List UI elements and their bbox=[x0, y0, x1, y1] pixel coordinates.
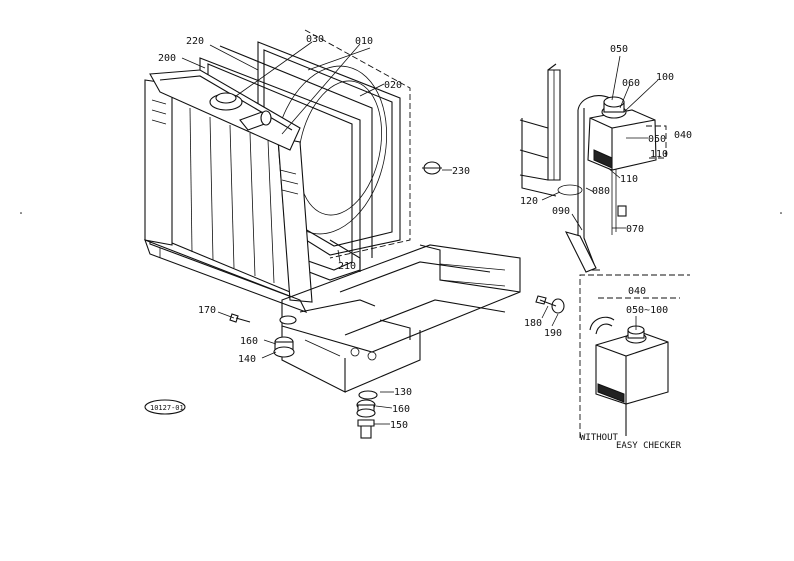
callout-200: 200 bbox=[158, 53, 176, 64]
callout-070: 070 bbox=[626, 224, 644, 235]
callout-160-upper: 160 bbox=[240, 336, 258, 347]
callout-020: 020 bbox=[384, 80, 402, 91]
mounting-hardware bbox=[229, 161, 565, 439]
stray-dot bbox=[780, 212, 782, 214]
callout-230: 230 bbox=[452, 166, 470, 177]
callout-060: 060 bbox=[622, 78, 640, 89]
callout-010: 010 bbox=[355, 36, 373, 47]
callout-220: 220 bbox=[186, 36, 204, 47]
callout-210: 210 bbox=[338, 261, 356, 272]
inset-without-easy-checker bbox=[579, 274, 690, 438]
callout-050-top: 050 bbox=[610, 44, 628, 55]
radiator-assembly bbox=[144, 29, 411, 314]
callout-180: 180 bbox=[524, 318, 542, 329]
stray-dot bbox=[20, 212, 22, 214]
callout-040: 040 bbox=[674, 130, 692, 141]
callout-050-side: 050 bbox=[648, 134, 666, 145]
reserve-tank-assembly bbox=[519, 63, 667, 273]
callout-140: 140 bbox=[238, 354, 256, 365]
frame-bracket bbox=[281, 244, 521, 393]
callout-inset-040: 040 bbox=[628, 286, 646, 297]
caption-without: WITHOUT bbox=[580, 433, 619, 443]
callout-130: 130 bbox=[394, 387, 412, 398]
reference-code: 10127-01 bbox=[150, 404, 184, 412]
callout-190: 190 bbox=[544, 328, 562, 339]
caption-easy-checker: EASY CHECKER bbox=[616, 441, 682, 451]
callout-090: 090 bbox=[552, 206, 570, 217]
callout-110: 110 bbox=[620, 174, 638, 185]
callout-160-lower: 160 bbox=[392, 404, 410, 415]
callout-120: 120 bbox=[520, 196, 538, 207]
callout-150: 150 bbox=[390, 420, 408, 431]
callout-labels: 220 030 010 200 020 230 210 170 160 140 … bbox=[158, 34, 692, 431]
leader-lines bbox=[181, 41, 659, 425]
reference-code-stamp: 10127-01 bbox=[144, 399, 186, 415]
callout-110-bracket: 110 bbox=[650, 149, 668, 160]
callout-080: 080 bbox=[592, 186, 610, 197]
callout-030: 030 bbox=[306, 34, 324, 45]
callout-100: 100 bbox=[656, 72, 674, 83]
inset-caption: WITHOUT EASY CHECKER bbox=[580, 433, 682, 451]
callout-170: 170 bbox=[198, 305, 216, 316]
callout-inset-range: 050~100 bbox=[626, 305, 668, 316]
